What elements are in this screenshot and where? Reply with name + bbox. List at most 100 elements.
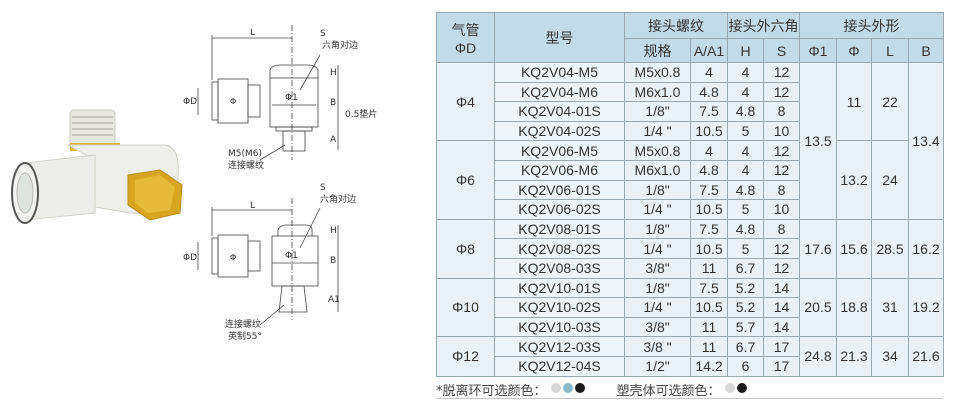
cell-s: 14 [763,316,800,338]
dim-L-bottom: L [250,201,255,211]
cell-h: 5.2 [727,277,764,299]
divider [436,398,943,399]
cell-phi: 18.8 [836,277,872,338]
color-note: *脱离环可选颜色： 塑壳体可选颜色： [436,380,749,399]
cell-model: KQ2V12-04S [494,355,625,377]
thread-label-top-2: 连接螺纹 [228,159,264,171]
cell-spec: 1/4 " [624,297,691,318]
cell-spec: 3/8" [624,257,691,279]
cell-spec: M5x0.8 [624,62,691,83]
header-phi: Φ [836,38,872,63]
cell-a: 11 [690,316,728,338]
ring-color-swatch [550,383,561,393]
bottom-drawing [197,198,339,326]
cell-a: 7.5 [690,277,728,299]
cell-tube: Φ8 [436,218,495,279]
cell-l: 22 [871,61,909,142]
header-s: S [763,38,800,63]
cell-s: 10 [763,199,800,220]
cell-s: 14 [763,297,800,318]
cell-h: 4.8 [727,101,764,122]
header-phi1: Φ1 [799,38,837,63]
thread-label-bottom-2: 英制55° [228,330,262,342]
cell-spec: 3/8 " [624,336,691,357]
cell-spec: 1/8" [624,179,691,201]
cell-spec: 1/4 " [624,199,691,220]
cell-a: 10.5 [690,199,728,220]
cell-s: 14 [763,277,800,299]
cell-spec: M5x0.8 [624,140,691,161]
dim-S-top: S [320,29,326,39]
cell-s: 8 [763,101,800,122]
cell-model: KQ2V10-01S [494,277,625,299]
cell-l: 28.5 [871,218,909,279]
hex-label-bottom: 六角对边 [320,193,356,205]
cell-tube: Φ12 [436,336,495,377]
dim-A-top: A [330,135,337,145]
cell-a: 7.5 [690,101,728,122]
ring-color-swatch [562,383,573,393]
cell-a: 7.5 [690,218,728,240]
cell-h: 5 [727,238,764,259]
cell-b: 19.2 [908,277,944,338]
dimension-drawings: L S 六角对边 H B A ΦD Φ Φ1 0.5垫片 M5(M6) 连接螺纹… [183,25,377,342]
cell-spec: 1/4 " [624,238,691,259]
cell-h: 5 [727,199,764,220]
cell-spec: M6x1.0 [624,159,691,181]
cell-h: 5.2 [727,297,764,318]
cell-model: KQ2V10-02S [494,297,625,318]
cell-a: 7.5 [690,179,728,201]
cell-a: 11 [690,336,728,357]
cell-h: 5.7 [727,316,764,338]
header-a: A/A1 [690,38,728,63]
dim-H-bottom: H [330,226,337,236]
cell-l: 31 [871,277,909,338]
cell-a: 10.5 [690,238,728,259]
cell-model: KQ2V04-M5 [494,62,625,83]
cell-model: KQ2V04-M6 [494,81,625,103]
cell-model: KQ2V08-03S [494,257,625,279]
dim-phi1-top: Φ1 [285,93,298,103]
cell-phi1: 13.5 [799,62,837,220]
cell-b: 21.6 [908,336,944,377]
cell-spec: 3/8" [624,316,691,338]
cell-s: 10 [763,120,800,142]
cell-h: 5 [727,120,764,142]
product-photo [11,109,183,224]
cell-s: 8 [763,218,800,240]
cell-h: 4.8 [727,179,764,201]
cell-a: 11 [690,257,728,279]
cell-model: KQ2V06-M5 [494,140,625,161]
cell-s: 12 [763,81,800,103]
cell-phi: 21.3 [836,336,872,377]
header-tube-label: 气管 [451,21,480,38]
dim-phi-top: Φ [230,97,236,106]
cell-model: KQ2V12-03S [494,336,625,357]
cell-a: 10.5 [690,297,728,318]
dim-A1-bottom: A1 [328,295,340,305]
cell-spec: 1/8" [624,218,691,240]
dim-B-bottom: B [330,256,336,266]
cell-a: 4 [690,62,728,83]
ring-color-swatch [574,383,585,393]
header-spec: 规格 [624,38,691,63]
ring-color-swatches [550,382,587,397]
body-color-swatch [724,383,735,393]
cell-spec: 1/8" [624,277,691,299]
header-shape: 接头外形 [799,12,944,39]
cell-h: 6.7 [727,257,764,279]
